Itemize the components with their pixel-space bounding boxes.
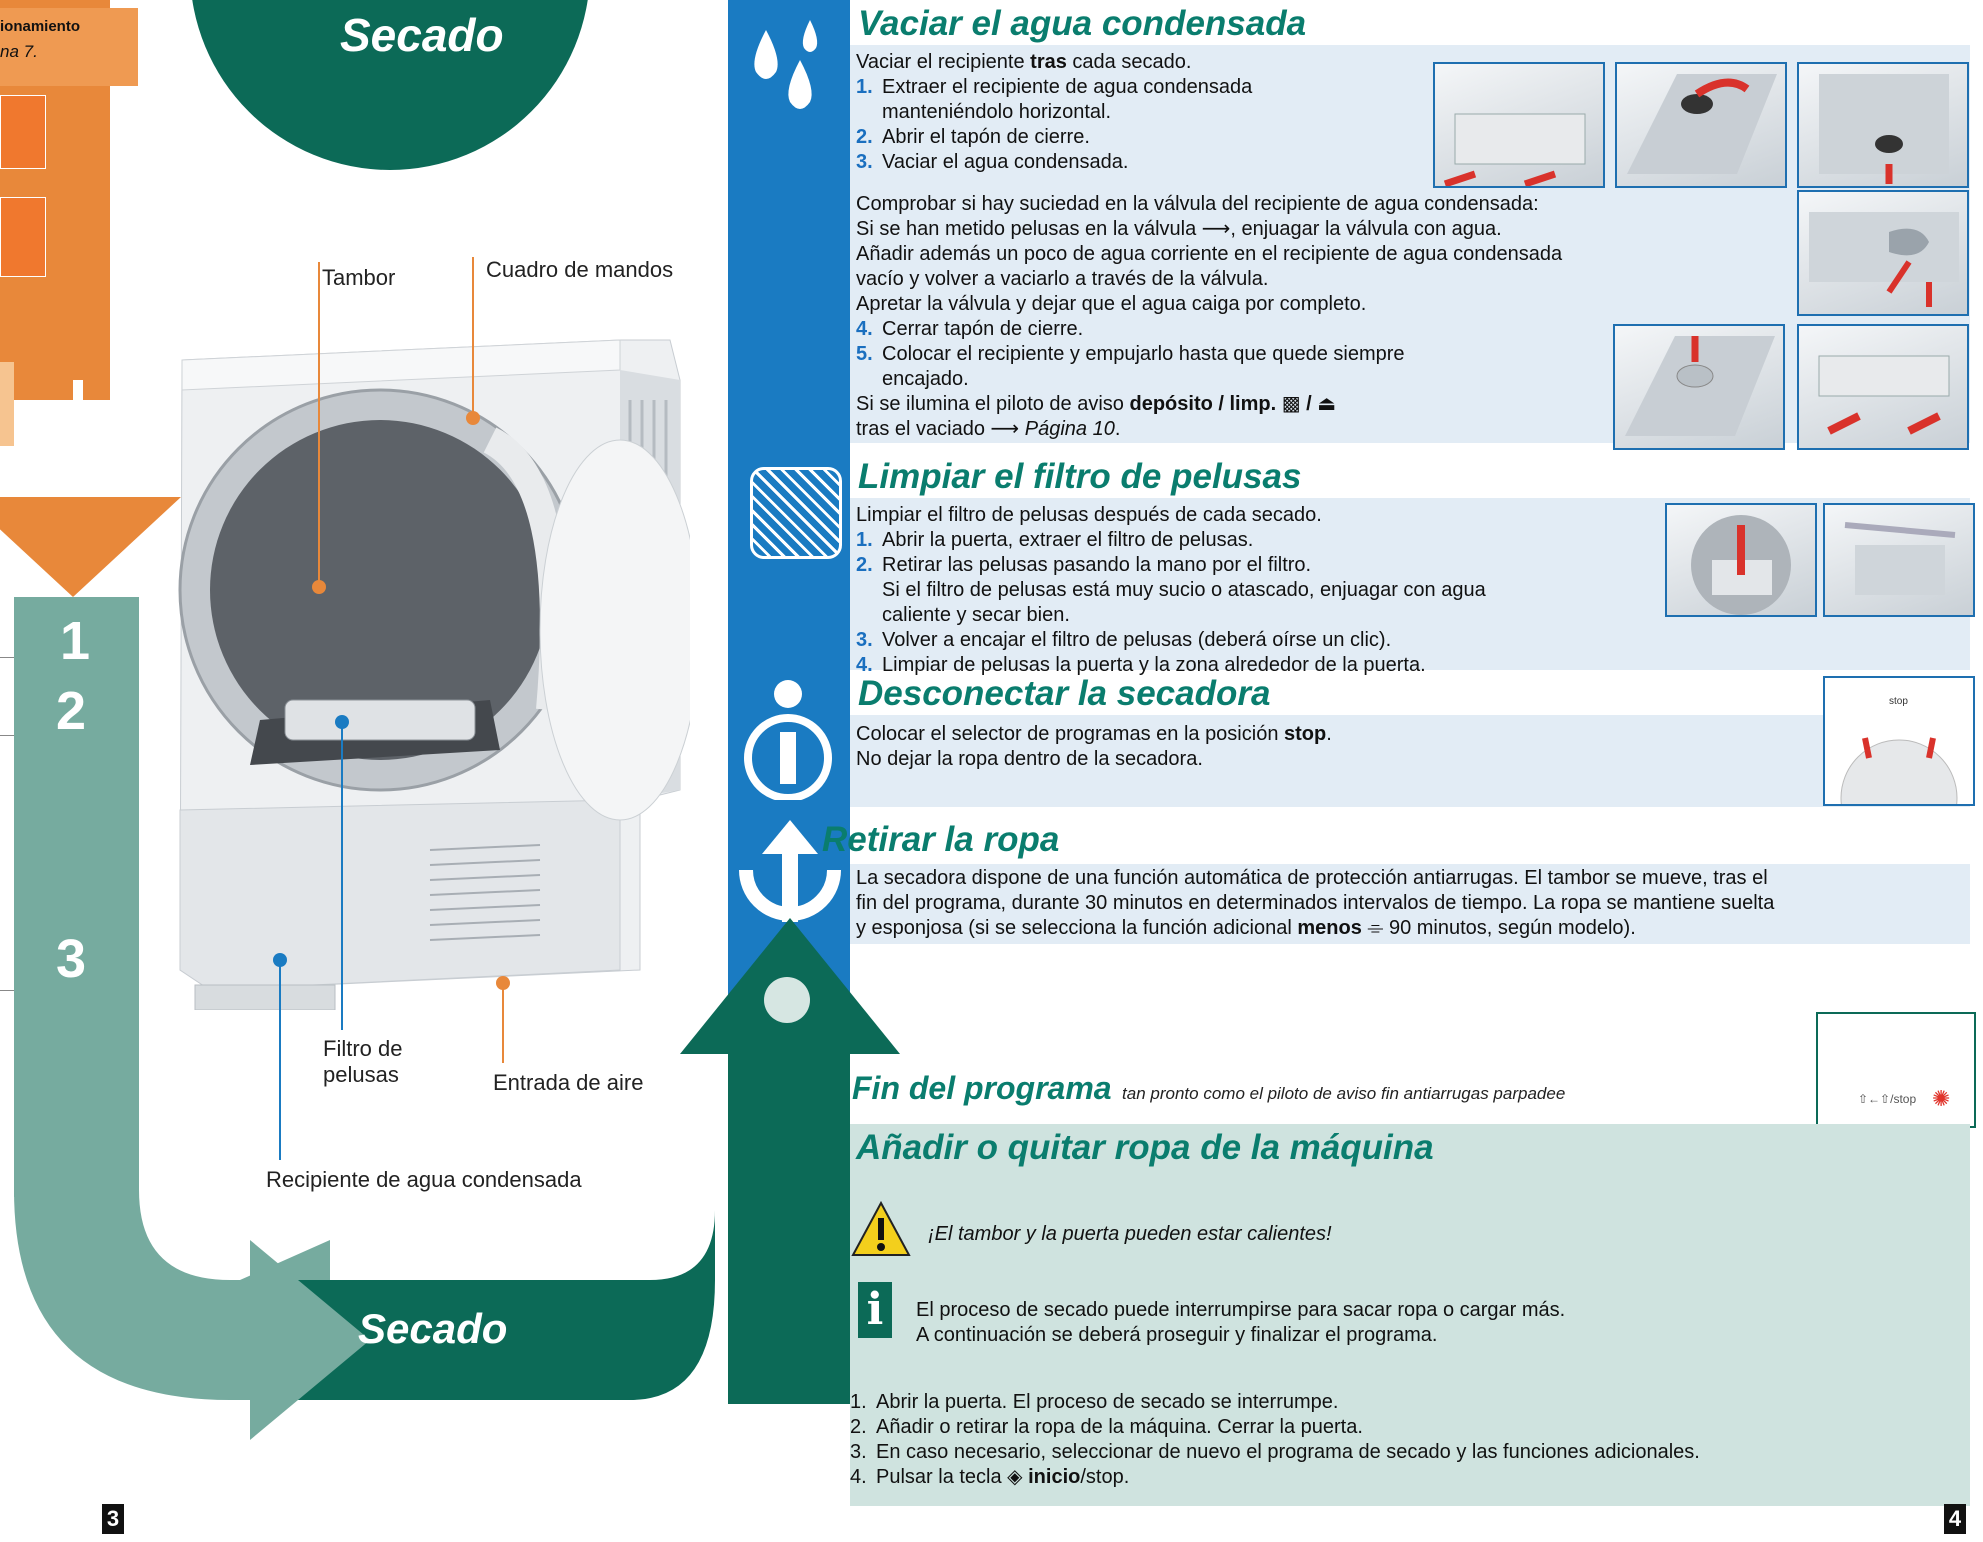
filtro-text: Limpiar el filtro de pelusas después de … bbox=[856, 504, 1486, 676]
info-icon bbox=[740, 680, 836, 805]
dryer-illustration bbox=[178, 339, 690, 1010]
warning-icon bbox=[850, 1200, 912, 1263]
fin-subtitle: tan pronto como el piloto de aviso fin a… bbox=[1122, 1084, 1566, 1103]
callout-dot bbox=[335, 715, 349, 729]
filter-mesh-icon bbox=[750, 467, 842, 559]
step-number-3: 3 bbox=[56, 929, 87, 989]
step-number-2: 2 bbox=[56, 681, 87, 741]
callout-dot bbox=[273, 953, 287, 967]
orange-panel-2 bbox=[0, 197, 46, 277]
photo-open-cap bbox=[1615, 62, 1787, 188]
fin-title-row: Fin del programa tan pronto como el pilo… bbox=[852, 1070, 1565, 1107]
photo-drain-water bbox=[1797, 62, 1969, 188]
callout-line bbox=[279, 960, 281, 1160]
orange-panel-1 bbox=[0, 95, 46, 169]
orange-header-box bbox=[0, 8, 138, 86]
retirar-text: La secadora dispone de una función autom… bbox=[856, 867, 1775, 939]
section-title-filtro: Limpiar el filtro de pelusas bbox=[858, 457, 1302, 496]
band-desconectar bbox=[850, 715, 1970, 807]
photo-container-remove bbox=[1433, 62, 1605, 188]
page-number-left: 3 bbox=[102, 1504, 124, 1534]
anadir-steps: 1.Abrir la puerta. El proceso de secado … bbox=[850, 1391, 1700, 1488]
fin-indicator-box: ⇧←⇧/stop ✺ bbox=[1816, 1012, 1976, 1128]
divider bbox=[0, 735, 14, 736]
label-lint-filter: Filtro de pelusas bbox=[323, 1036, 403, 1087]
vaciar-text: Vaciar el recipiente tras cada secado. 1… bbox=[856, 51, 1253, 173]
divider bbox=[0, 990, 14, 991]
desconectar-text: Colocar el selector de programas en la p… bbox=[856, 723, 1332, 770]
photo-filter-remove bbox=[1665, 503, 1817, 617]
bottom-title: Secado bbox=[358, 1305, 508, 1352]
top-title: Secado bbox=[340, 9, 504, 61]
callout-line bbox=[502, 983, 504, 1063]
photo-valve-rinse bbox=[1797, 190, 1969, 316]
header-sub: na 7. bbox=[0, 42, 38, 61]
divider bbox=[0, 657, 14, 658]
fin-title: Fin del programa bbox=[852, 1070, 1112, 1106]
flash-icon: ✺ bbox=[1932, 1086, 1951, 1111]
page-number-right: 4 bbox=[1944, 1504, 1966, 1534]
anadir-panel bbox=[850, 1124, 1970, 1506]
callout-dot bbox=[312, 580, 326, 594]
info-text: El proceso de secado puede interrumpirse… bbox=[916, 1299, 1566, 1346]
orange-panel-3 bbox=[0, 362, 14, 446]
label-air-inlet: Entrada de aire bbox=[493, 1070, 644, 1095]
down-arrow-icon bbox=[38, 376, 118, 461]
header-title: ionamiento bbox=[0, 18, 81, 35]
band-retirar bbox=[850, 864, 1970, 944]
left-page: ionamiento na 7. 1 2 3 Secado Secado bbox=[0, 0, 730, 1542]
teal-column bbox=[14, 597, 139, 1197]
vaciar-check: Comprobar si hay suciedad en la válvula … bbox=[856, 193, 1563, 440]
photo-insert-container bbox=[1797, 324, 1969, 450]
photo-filter-clean bbox=[1823, 503, 1975, 617]
label-drum: Tambor bbox=[322, 265, 396, 290]
bottom-curve-arrow bbox=[14, 1150, 715, 1440]
section-title-anadir: Añadir o quitar ropa de la máquina bbox=[856, 1128, 1434, 1167]
circle-icon bbox=[764, 977, 810, 1023]
info-i-icon: i bbox=[858, 1282, 892, 1338]
warning-text: ¡El tambor y la puerta pueden estar cali… bbox=[928, 1223, 1332, 1245]
water-drops-icon bbox=[748, 20, 828, 125]
section-title-retirar: Retirar la ropa bbox=[822, 820, 1060, 859]
section-title-desconectar: Desconectar la secadora bbox=[858, 674, 1271, 713]
step-number-1: 1 bbox=[60, 611, 91, 671]
callout-line bbox=[341, 725, 343, 1030]
label-control-panel: Cuadro de mandos bbox=[486, 257, 674, 282]
fin-indicator: ⇧←⇧/stop bbox=[1858, 1092, 1917, 1106]
up-arrow-icon bbox=[738, 810, 842, 935]
callout-line bbox=[472, 257, 474, 417]
label-condensed-container: Recipiente de agua condensada bbox=[266, 1167, 582, 1192]
callout-line bbox=[318, 262, 320, 587]
callout-dot bbox=[466, 411, 480, 425]
green-stem bbox=[728, 1054, 850, 1404]
dial-label: stop bbox=[1889, 696, 1908, 707]
section-title-vaciar: Vaciar el agua condensada bbox=[858, 4, 1307, 43]
orange-arrow-head bbox=[0, 497, 181, 597]
photo-program-dial: stop bbox=[1823, 676, 1975, 806]
photo-close-cap bbox=[1613, 324, 1785, 450]
callout-dot bbox=[496, 976, 510, 990]
